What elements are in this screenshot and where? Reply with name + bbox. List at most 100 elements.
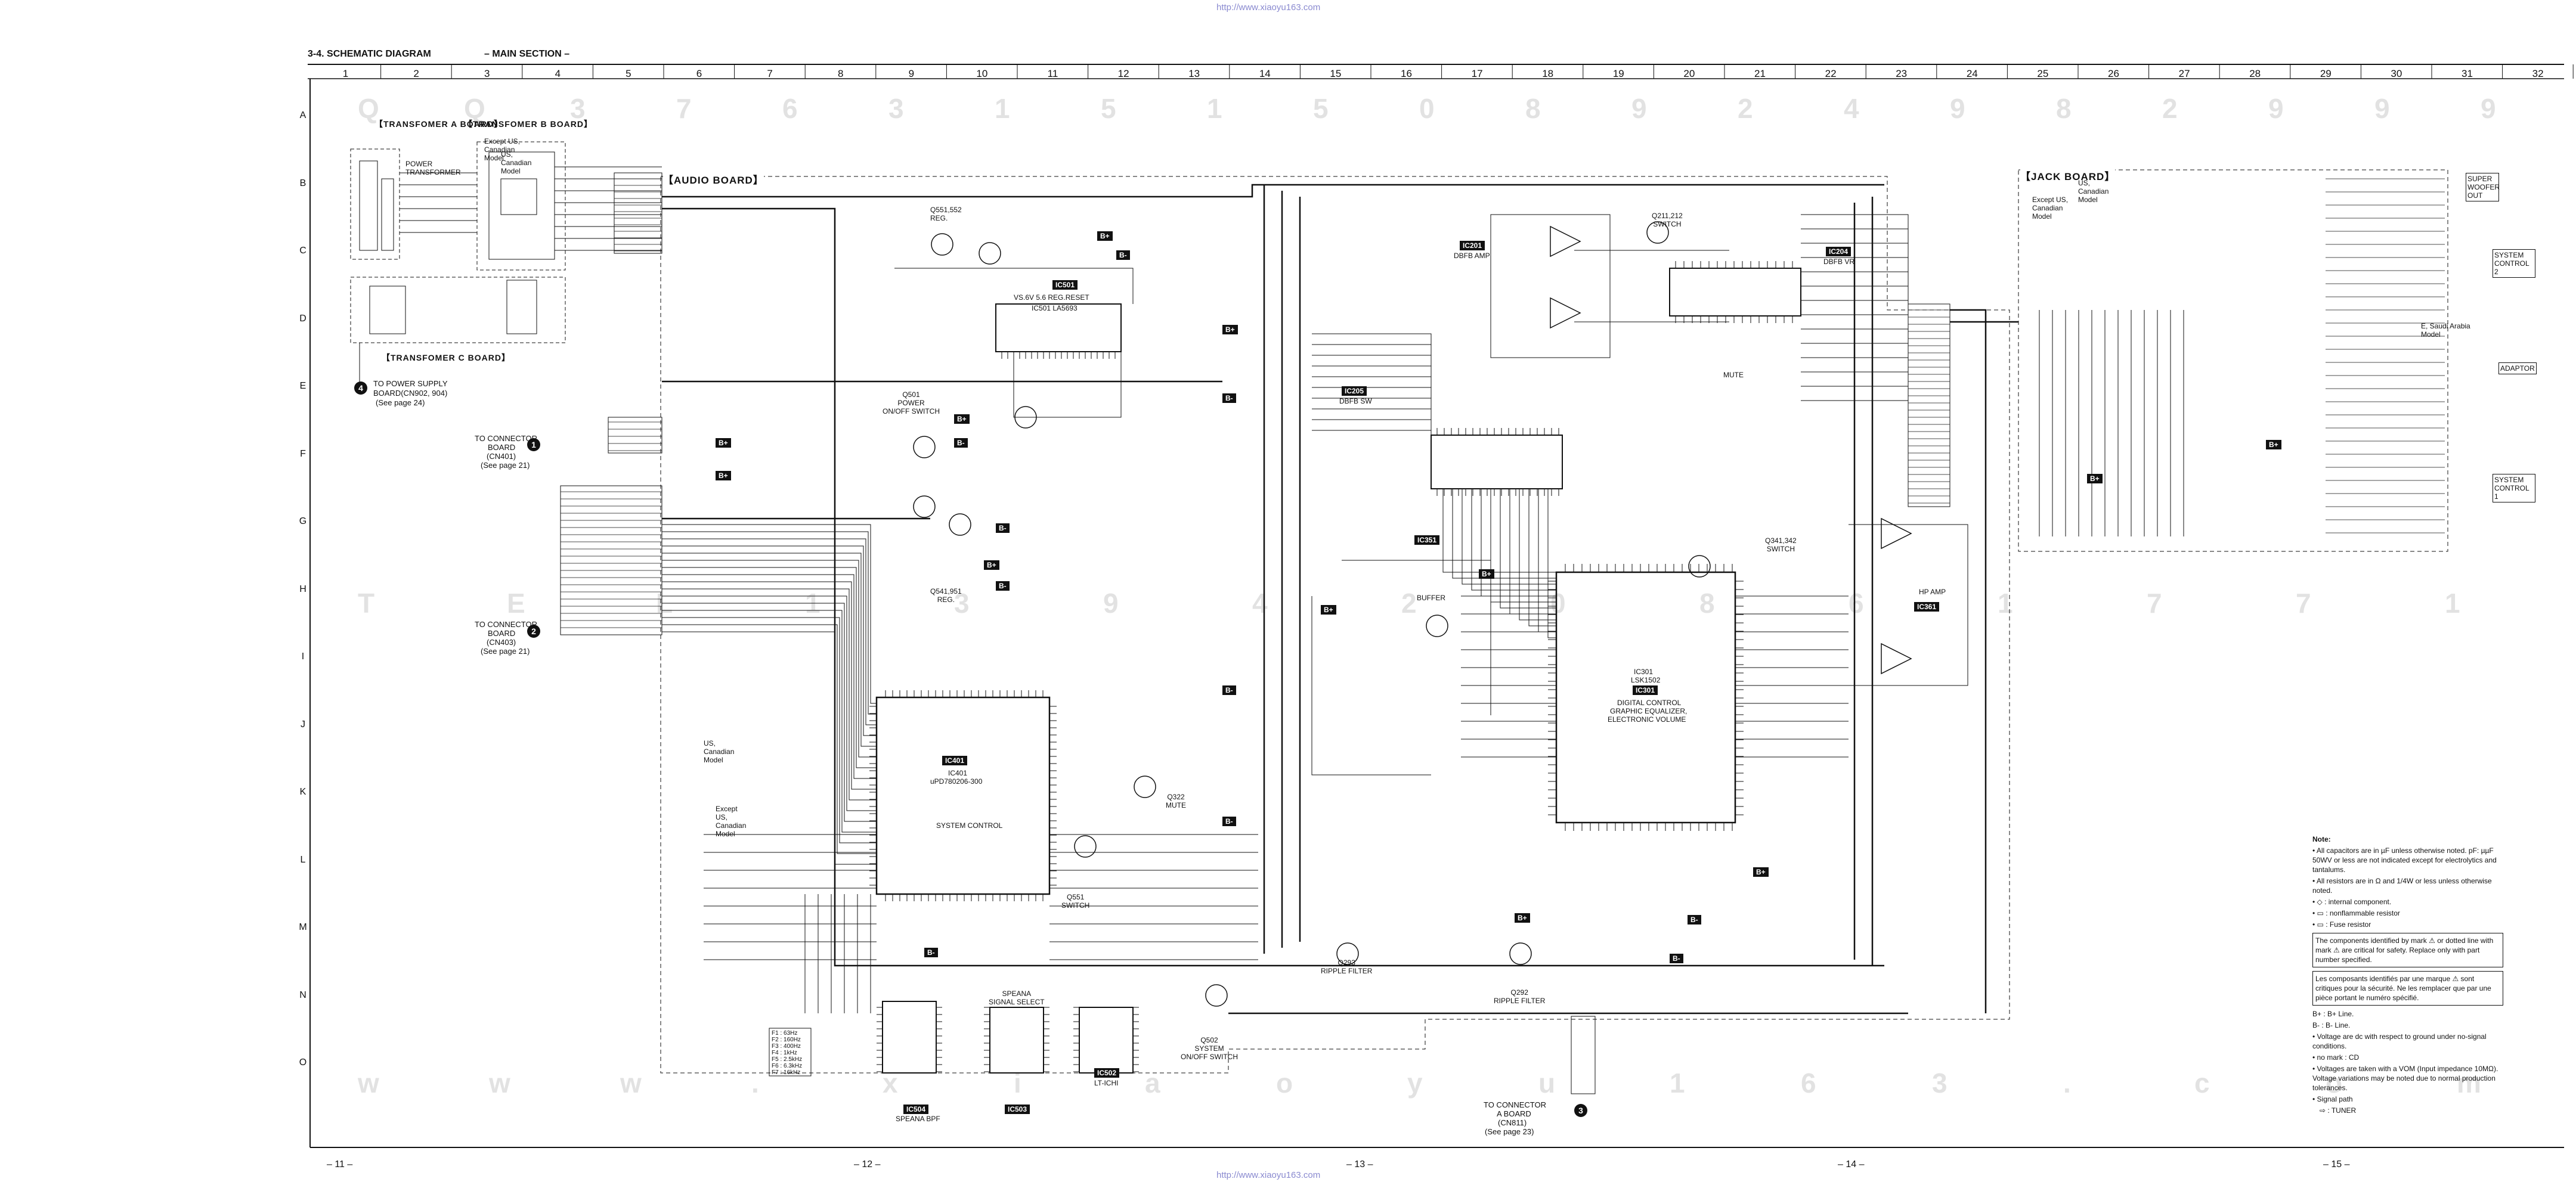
ic503-tag: IC503 bbox=[1005, 1105, 1030, 1114]
column-22: 22 bbox=[1825, 68, 1837, 79]
connector-3-line4: (See page 23) bbox=[1485, 1127, 1534, 1136]
bplus-tag: B+ bbox=[2266, 440, 2281, 449]
power-supply-line2: BOARD(CN902, 904) bbox=[373, 389, 448, 398]
column-10: 10 bbox=[976, 68, 988, 79]
ic351-tag: IC351 bbox=[1414, 535, 1440, 545]
system-control-2-box: SYSTEM CONTROL 2 bbox=[2493, 249, 2535, 278]
note-nonflammable: • ▭ : nonflammable resistor bbox=[2312, 909, 2400, 917]
q501-ref: Q501 bbox=[902, 390, 920, 399]
watermark-char: 6 bbox=[1849, 588, 1864, 619]
bplus-tag: B+ bbox=[2087, 474, 2103, 483]
frequency-item: F4 : 1kHz bbox=[772, 1050, 797, 1056]
ic501-name: IC501 LA5693 bbox=[1032, 304, 1078, 312]
column-18: 18 bbox=[1542, 68, 1554, 79]
bminus-tag: B- bbox=[1222, 817, 1236, 826]
bplus-tag: B+ bbox=[984, 560, 999, 570]
watermark-char: w bbox=[620, 1068, 642, 1099]
watermark-char: 6 bbox=[1801, 1068, 1816, 1099]
watermark-char: 1 bbox=[1207, 93, 1222, 124]
q292-function: RIPPLE FILTER bbox=[1494, 997, 1546, 1005]
watermark-char: 3 bbox=[954, 588, 970, 619]
model-note-us-3: US, Canadian Model bbox=[501, 150, 532, 175]
watermark-char: 3 bbox=[888, 93, 904, 124]
bplus-tag: B+ bbox=[716, 438, 731, 448]
ic501-tag: IC501 bbox=[1052, 280, 1078, 290]
frequency-item: F3 : 400Hz bbox=[772, 1043, 801, 1050]
row-H: H bbox=[299, 584, 306, 594]
safety-warning-fr: Les composants identifiés par une marque… bbox=[2312, 971, 2503, 1006]
watermark-char: w bbox=[489, 1068, 510, 1099]
q541-function: REG. bbox=[937, 595, 955, 604]
connector-2-marker: 2 bbox=[527, 625, 540, 638]
watermark-char: u bbox=[1538, 1068, 1556, 1099]
audio-board-label: 【AUDIO BOARD】 bbox=[663, 172, 764, 187]
bminus-tag: B- bbox=[924, 948, 938, 957]
power-supply-line1: TO POWER SUPPLY bbox=[373, 379, 448, 388]
bminus-tag: B- bbox=[1688, 915, 1701, 924]
column-9: 9 bbox=[908, 68, 915, 79]
footer-url[interactable]: http://www.xiaoyu163.com bbox=[1216, 1170, 1321, 1180]
row-C: C bbox=[299, 246, 306, 256]
column-23: 23 bbox=[1896, 68, 1908, 79]
watermark-char: 3 bbox=[1932, 1068, 1948, 1099]
row-L: L bbox=[300, 854, 306, 865]
frequency-item: F7 : 16kHz bbox=[772, 1069, 801, 1076]
watermark-char: i bbox=[1014, 1068, 1021, 1099]
row-I: I bbox=[301, 652, 305, 662]
watermark-char: E bbox=[507, 588, 525, 619]
adaptor-box: ADAPTOR bbox=[2498, 362, 2537, 374]
ic361-tag: IC361 bbox=[1914, 602, 1940, 612]
ic204-desc: DBFB VR bbox=[1823, 258, 1855, 266]
ic201-tag: IC201 bbox=[1460, 241, 1485, 250]
note-no-mark: • no mark : CD bbox=[2312, 1053, 2360, 1062]
connector-3-line1: TO CONNECTOR bbox=[1484, 1100, 1546, 1109]
watermark-char: 8 bbox=[1525, 93, 1541, 124]
column-27: 27 bbox=[2178, 68, 2190, 79]
header-url[interactable]: http://www.xiaoyu163.com bbox=[1216, 2, 1321, 13]
model-note-except-2: Except US, Canadian Model bbox=[2032, 196, 2069, 221]
note-tuner: ⇨ : TUNER bbox=[2320, 1106, 2357, 1115]
row-N: N bbox=[299, 989, 306, 1000]
q501-detail: ON/OFF SWITCH bbox=[883, 407, 940, 415]
ic504-tag: IC504 bbox=[903, 1105, 929, 1114]
watermark-char: 2 bbox=[2162, 93, 2178, 124]
watermark-char: 5 bbox=[1313, 93, 1329, 124]
column-1: 1 bbox=[342, 68, 349, 79]
note-fuse: • ▭ : Fuse resistor bbox=[2312, 920, 2371, 929]
bplus-tag: B+ bbox=[1222, 325, 1238, 334]
bplus-tag: B+ bbox=[1753, 867, 1769, 877]
q341-ref: Q341,342 bbox=[1765, 536, 1797, 545]
column-2: 2 bbox=[413, 68, 419, 79]
model-note-except-1: Except US, Canadian Model bbox=[716, 805, 747, 838]
watermark-char: Q bbox=[358, 93, 379, 124]
ic301-desc2: GRAPHIC EQUALIZER, bbox=[1610, 707, 1688, 715]
q502-ref: Q502 bbox=[1200, 1036, 1218, 1044]
ic205-tag: IC205 bbox=[1342, 386, 1367, 396]
note-resistors: • All resistors are in Ω and 1/4W or les… bbox=[2312, 877, 2492, 895]
watermark-char: 1 bbox=[995, 93, 1010, 124]
watermark-char: 9 bbox=[1103, 588, 1119, 619]
connector-4-marker: 4 bbox=[354, 381, 367, 395]
power-transformer-label: POWER TRANSFORMER bbox=[405, 160, 461, 176]
page-number-13: – 13 – bbox=[1346, 1159, 1373, 1169]
row-O: O bbox=[299, 1057, 307, 1068]
column-29: 29 bbox=[2320, 68, 2332, 79]
notes-title: Note: bbox=[2312, 835, 2331, 843]
frequency-item: F2 : 160Hz bbox=[772, 1037, 801, 1043]
ic301-name: IC301 bbox=[1634, 668, 1654, 676]
watermark-char: 1 bbox=[2445, 588, 2460, 619]
mute-label: MUTE bbox=[1723, 371, 1744, 379]
speana-ref: SPEANA bbox=[1002, 989, 1032, 998]
bplus-tag: B+ bbox=[1097, 231, 1113, 241]
column-14: 14 bbox=[1259, 68, 1271, 79]
bminus-tag: B- bbox=[1222, 685, 1236, 695]
ic501-desc: VS.6V 5.6 REG.RESET bbox=[1014, 293, 1089, 302]
watermark-char: 2 bbox=[1738, 93, 1753, 124]
column-21: 21 bbox=[1754, 68, 1766, 79]
model-note-us-1: US, Canadian Model bbox=[704, 739, 735, 764]
ic301-part: LSK1502 bbox=[1631, 676, 1661, 684]
watermark-char: 5 bbox=[1101, 93, 1116, 124]
